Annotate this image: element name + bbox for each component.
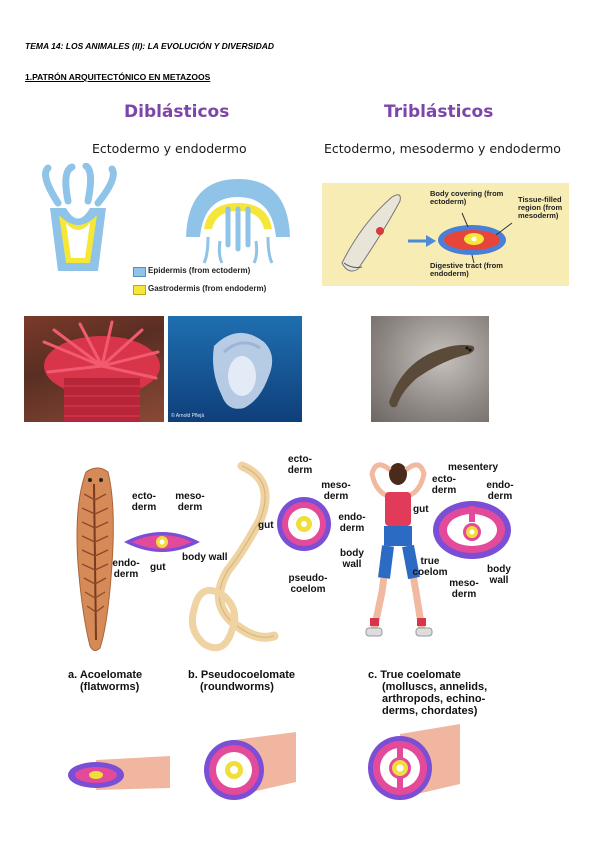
legend-swatch-gastrodermis (133, 285, 146, 295)
legend-gastrodermis: Gastrodermis (from endoderm) (148, 284, 267, 293)
label-body-covering: Body covering (from ectoderm) (430, 189, 504, 206)
label-digestive: Digestive tract (from endoderm) (430, 261, 503, 278)
pseudocoelomate-cross-section (276, 496, 332, 552)
sea-anemone-photo (24, 316, 164, 422)
triblastic-diagram: Body covering (from ectoderm) Tissue-fil… (322, 183, 569, 286)
label-mesoderm-a: meso-derm (175, 491, 205, 513)
human-illustration (360, 452, 434, 652)
label-endoderm-a: endo-derm (112, 558, 140, 580)
roundworm-illustration (180, 460, 290, 660)
label-mesoderm-b: meso-derm (321, 480, 351, 502)
label-true-coelom: true coelom (412, 556, 448, 578)
label-gut-b: gut (258, 520, 274, 531)
coelomate-cross-section (432, 500, 512, 560)
medusa-diagram (178, 175, 298, 265)
diblasticos-subtitle: Ectodermo y endodermo (92, 141, 247, 156)
pseudocoelomate-tube (200, 732, 300, 802)
flatworm-photo (371, 316, 489, 422)
label-endoderm-c: endo-derm (486, 480, 514, 502)
caption-pseudocoelomate: b. Pseudocoelomate (roundworms) (188, 669, 295, 693)
triblasticos-subtitle: Ectodermo, mesodermo y endodermo (324, 141, 561, 156)
acoelomate-tube (66, 754, 176, 794)
label-bodywall-c: body wall (487, 564, 511, 586)
legend-epidermis: Epidermis (from ectoderm) (148, 266, 251, 275)
legend-swatch-epidermis (133, 267, 146, 277)
photo-credit: © Arnold Pflejá (171, 413, 205, 419)
coelomate-tube (364, 724, 464, 804)
acoelomate-cross-section (122, 524, 202, 560)
label-mesoderm-c: meso-derm (449, 578, 479, 600)
label-tissue-filled: Tissue-filled region (from mesoderm) (518, 195, 563, 220)
diblasticos-title: Diblásticos (124, 102, 230, 122)
label-gut-c: gut (413, 504, 429, 515)
label-bodywall-a: body wall (182, 552, 228, 563)
label-mesentery: mesentery (448, 462, 499, 473)
label-ectoderm-b: ecto-derm (287, 454, 313, 476)
label-ectoderm-a: ecto-derm (131, 491, 157, 513)
label-ectoderm-c: ecto-derm (431, 474, 457, 496)
label-bodywall-b: body wall (340, 548, 364, 570)
polyp-diagram (28, 163, 128, 273)
flatworm-illustration (64, 464, 126, 654)
label-gut-a: gut (150, 562, 166, 573)
section-heading: 1.PATRÓN ARQUITECTÓNICO EN METAZOOS (25, 72, 211, 82)
caption-acoelomate: a. Acoelomate (flatworms) (68, 669, 143, 693)
caption-coelomate: c. True coelomate (molluscs, annelids, a… (368, 669, 488, 717)
triblasticos-title: Triblásticos (384, 102, 494, 122)
page-title: TEMA 14: LOS ANIMALES (II): LA EVOLUCIÓN… (25, 41, 275, 51)
jellyfish-photo: © Arnold Pflejá (168, 316, 302, 422)
label-endoderm-b: endo-derm (338, 512, 366, 534)
label-pseudocoelom: pseudo-coelom (288, 573, 328, 595)
